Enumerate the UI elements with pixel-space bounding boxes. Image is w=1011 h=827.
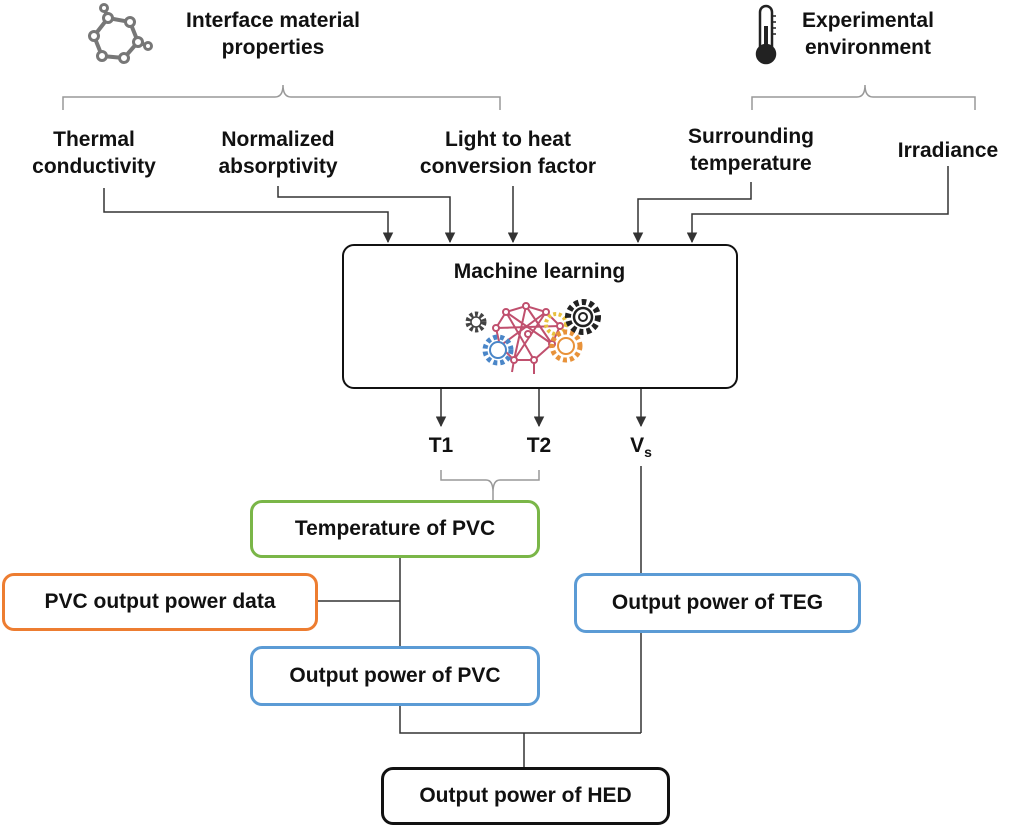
material-group-label-line2: properties: [221, 36, 325, 59]
output-vs: Vs: [611, 432, 671, 466]
material-group-label: Interface material properties: [170, 7, 376, 61]
machine-learning-box: Machine learning: [342, 244, 738, 389]
input-thermal-line1: Thermal: [53, 128, 135, 151]
absorptivity-arrow: [277, 186, 456, 244]
input-conversion-line1: Light to heat: [445, 128, 571, 151]
output-t1: T1: [428, 434, 454, 457]
machine-learning-title: Machine learning: [453, 260, 626, 283]
environment-group-label-line2: environment: [804, 36, 932, 59]
environment-group-label: Experimental environment: [788, 7, 948, 61]
pvc-output-power-data-box: PVC output power data: [2, 573, 318, 631]
input-irradiance: Irradiance: [888, 137, 1008, 164]
surrounding-arrow: [632, 182, 752, 244]
input-thermal-conductivity: Thermal conductivity: [14, 126, 174, 180]
neural-gears-icon: [465, 299, 601, 374]
output-power-of-hed-box: Output power of HED: [381, 767, 670, 825]
irradiance-arrow: [686, 166, 949, 244]
material-group-label-line1: Interface material: [186, 9, 360, 32]
input-surrounding-temperature: Surrounding temperature: [671, 123, 831, 177]
input-surrounding-line2: temperature: [690, 152, 812, 175]
input-thermal-line2: conductivity: [32, 155, 156, 178]
t1-t2-bracket: [440, 470, 540, 493]
input-surrounding-line1: Surrounding: [688, 125, 814, 148]
environment-bracket: [751, 84, 976, 110]
molecule-icon: [88, 3, 153, 64]
thermometer-icon: [755, 4, 777, 65]
input-conversion-line2: conversion factor: [419, 155, 597, 178]
input-absorptivity-line1: Normalized: [221, 128, 335, 151]
material-bracket: [62, 84, 501, 110]
environment-group-label-line1: Experimental: [802, 9, 934, 32]
output-power-of-teg-box: Output power of TEG: [574, 573, 861, 633]
output-power-of-pvc-box: Output power of PVC: [250, 646, 540, 706]
thermal-arrow: [103, 188, 394, 244]
pvc-to-merge-line: [399, 706, 641, 734]
input-normalized-absorptivity: Normalized absorptivity: [198, 126, 358, 180]
temperature-of-pvc-box: Temperature of PVC: [250, 500, 540, 558]
output-vs-main: V: [630, 434, 645, 457]
input-absorptivity-line2: absorptivity: [218, 155, 338, 178]
input-irradiance-line1: Irradiance: [897, 139, 999, 162]
input-light-to-heat: Light to heat conversion factor: [403, 126, 613, 180]
output-t2: T2: [526, 434, 552, 457]
output-vs-subscript: s: [644, 444, 652, 460]
